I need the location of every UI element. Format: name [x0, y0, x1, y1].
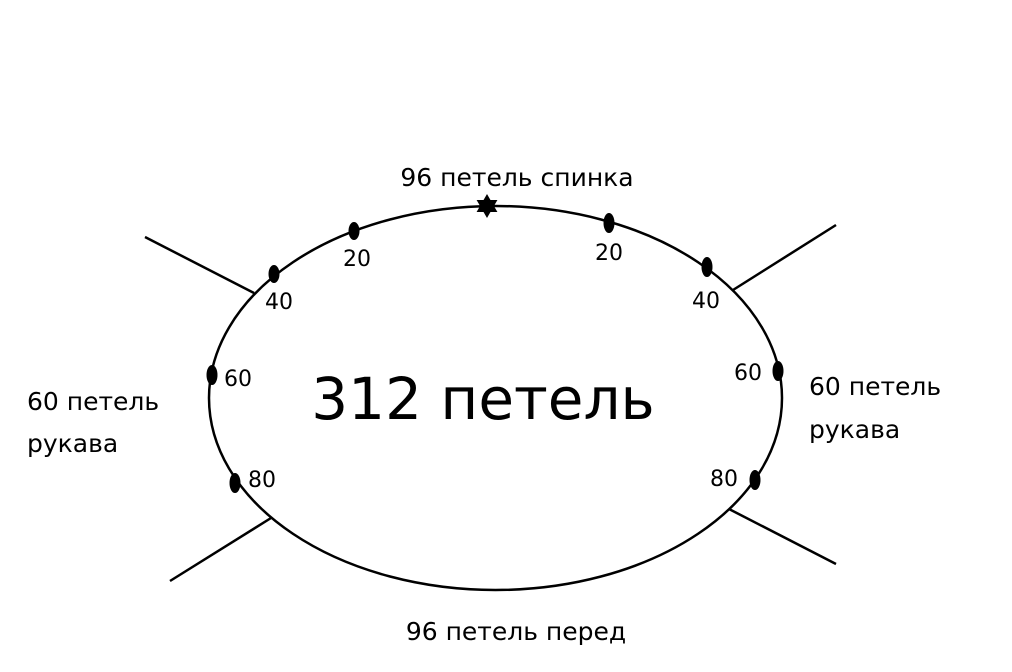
raglan-line-top-left: [144, 235, 255, 295]
marker-label-left-40: 40: [265, 290, 293, 315]
bottom-label: 96 петель перед: [406, 617, 626, 646]
marker-label-left-60: 60: [224, 367, 252, 392]
marker-label-left-80: 80: [248, 468, 276, 493]
marker-label-right-20: 20: [595, 241, 623, 266]
yoke-ellipse: [207, 204, 784, 592]
top-label: 96 петель спинка: [400, 163, 633, 192]
marker-dot-right-20: [603, 213, 615, 233]
marker-dot-right-40: [701, 257, 713, 277]
marker-dot-left-80: [229, 473, 241, 493]
raglan-line-bottom-left: [169, 516, 272, 583]
marker-dot-right-80: [749, 470, 761, 490]
left-sleeve-line1: 60 петель: [27, 387, 159, 416]
marker-dot-left-20: [348, 222, 360, 240]
marker-label-right-60: 60: [734, 361, 762, 386]
raglan-line-bottom-right: [728, 507, 837, 566]
right-sleeve-line1: 60 петель: [809, 372, 941, 401]
marker-label-left-20: 20: [343, 247, 371, 272]
marker-dot-right-60: [772, 361, 784, 381]
marker-dot-left-60: [206, 365, 218, 385]
six-point-star-icon: [476, 194, 498, 218]
center-label: 312 петель: [311, 365, 654, 433]
marker-label-right-80: 80: [710, 467, 738, 492]
raglan-line-top-right: [732, 223, 837, 292]
left-sleeve-line2: рукава: [27, 429, 118, 458]
right-sleeve-line2: рукава: [809, 415, 900, 444]
marker-dot-left-40: [268, 265, 280, 283]
marker-label-right-40: 40: [692, 289, 720, 314]
